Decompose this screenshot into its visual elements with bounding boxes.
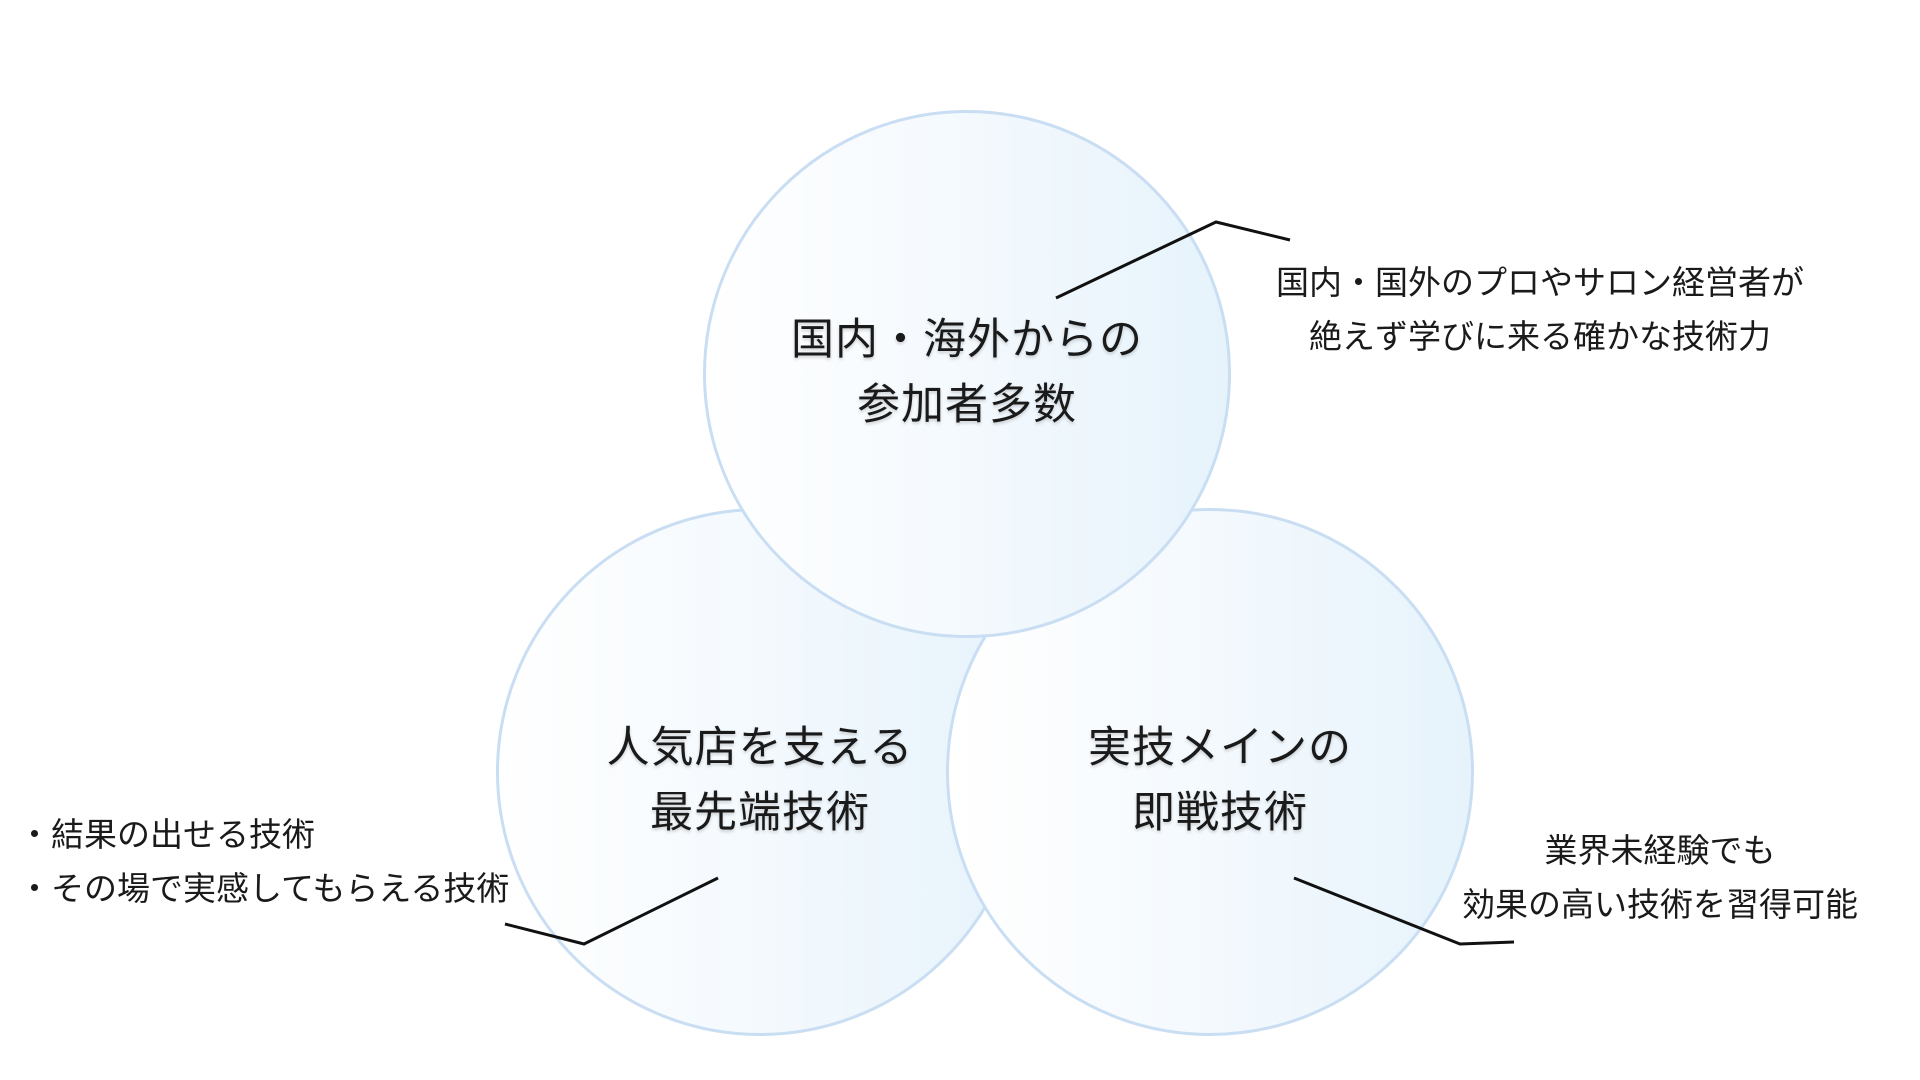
circle-title-top-line2: 参加者多数 [857, 380, 1077, 430]
callout-top-line1: 国内・国外のプロやサロン経営者が [1276, 263, 1804, 302]
callout-right-line1: 業界未経験でも [1544, 831, 1776, 870]
callout-right-line2: 効果の高い技術を習得可能 [1462, 885, 1858, 924]
circle-title-right-line1: 実技メインの [1088, 723, 1352, 773]
callout-top-line2: 絶えず学びに来る確かな技術力 [1309, 317, 1771, 356]
circle-title-top-line1: 国内・海外からの [791, 315, 1143, 365]
circle-title-right-line2: 即戦技術 [1132, 788, 1308, 838]
callout-left: ・結果の出せる技術 ・その場で実感してもらえる技術 [18, 808, 538, 916]
callout-left-line1: ・結果の出せる技術 [18, 815, 315, 854]
circle-title-left: 人気店を支える 最先端技術 [560, 716, 960, 846]
circle-title-right: 実技メインの 即戦技術 [1020, 716, 1420, 846]
circle-title-top: 国内・海外からの 参加者多数 [767, 308, 1167, 438]
circle-title-left-line1: 人気店を支える [606, 723, 914, 773]
circle-title-left-line2: 最先端技術 [650, 788, 870, 838]
callout-right: 業界未経験でも 効果の高い技術を習得可能 [1420, 824, 1900, 932]
circle-top [703, 110, 1231, 638]
callout-top: 国内・国外のプロやサロン経営者が 絶えず学びに来る確かな技術力 [1240, 256, 1840, 364]
callout-left-line2: ・その場で実感してもらえる技術 [18, 869, 510, 908]
